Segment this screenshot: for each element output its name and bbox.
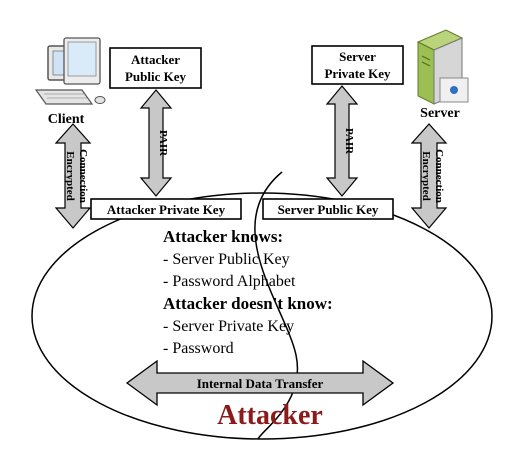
server-label: Server xyxy=(420,106,460,121)
encrypted-left-line1: Encrypted xyxy=(64,151,76,201)
attacker-ellipse xyxy=(31,192,493,440)
attacker-label: Attacker xyxy=(217,400,323,431)
attacker-public-key-line1: Attacker xyxy=(131,52,180,67)
doesnt-know-item-0: - Server Private Key xyxy=(163,318,294,335)
divider-curve xyxy=(254,171,299,440)
pair-right-label: PAIR xyxy=(343,128,355,155)
pair-arrow-left: PAIR xyxy=(139,89,173,197)
attacker-private-key-label: Attacker Private Key xyxy=(107,202,226,217)
encrypted-arrow-right: Encrypted Connection xyxy=(410,123,448,229)
server-private-key-box: Server Private Key xyxy=(311,45,404,85)
encrypted-right-line2: Connection xyxy=(433,149,445,203)
server-private-key-line1: Server xyxy=(339,49,376,64)
internal-transfer-arrow: Internal Data Transfer xyxy=(125,359,395,407)
doesnt-know-item-1: - Password xyxy=(163,340,234,357)
doesnt-know-title: Attacker doesn't know: xyxy=(163,294,333,313)
server-public-key-box: Server Public Key xyxy=(262,198,394,220)
pair-arrow-right: PAIR xyxy=(325,85,359,197)
knows-title: Attacker knows: xyxy=(163,227,283,246)
attacker-public-key-line2: Public Key xyxy=(125,69,187,84)
knows-item-0: - Server Public Key xyxy=(163,251,290,268)
server-tower-icon xyxy=(416,29,469,105)
encrypted-right-line1: Encrypted xyxy=(420,151,432,201)
server-private-key-line2: Private Key xyxy=(324,66,391,81)
encrypted-left-line2: Connection xyxy=(77,149,89,203)
encrypted-arrow-left: Encrypted Connection xyxy=(54,123,92,229)
attacker-private-key-box: Attacker Private Key xyxy=(90,198,242,220)
server-public-key-label: Server Public Key xyxy=(278,202,379,217)
client-computer-icon xyxy=(34,37,106,105)
client-label: Client xyxy=(48,112,85,127)
knows-item-1: - Password Alphabet xyxy=(163,273,296,290)
attacker-public-key-box: Attacker Public Key xyxy=(109,47,202,89)
internal-transfer-label: Internal Data Transfer xyxy=(197,376,324,391)
pair-left-label: PAIR xyxy=(157,130,169,157)
